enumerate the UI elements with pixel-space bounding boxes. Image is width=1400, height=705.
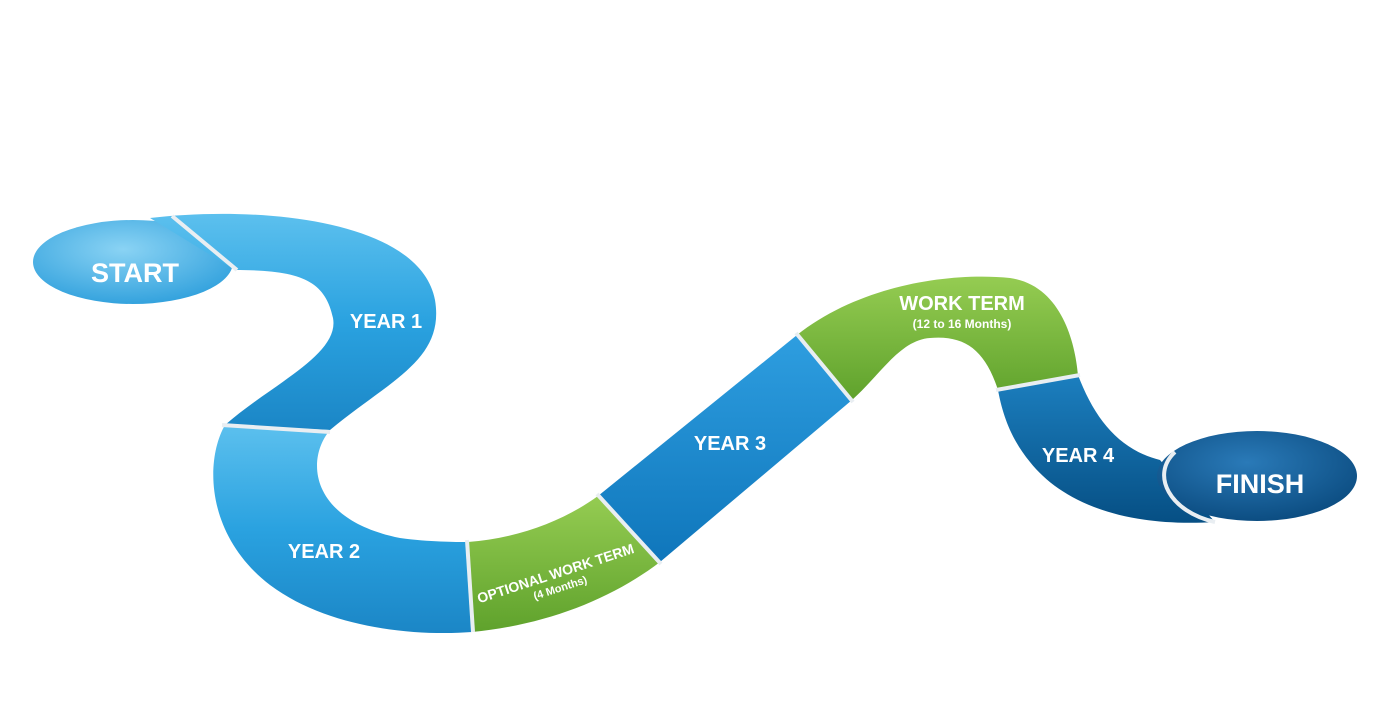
divider-optional-year3 — [595, 492, 663, 566]
segment-year3 — [598, 335, 852, 562]
divider-year1-year2 — [221, 423, 331, 434]
segment-year1 — [150, 213, 437, 430]
start-cap — [33, 220, 233, 304]
segment-work-term — [797, 276, 1078, 400]
divider-year3-workterm — [794, 331, 855, 404]
divider-workterm-year4 — [995, 373, 1081, 392]
year3-label: YEAR 3 — [694, 433, 766, 455]
divider-start-year1 — [170, 214, 239, 272]
divider-year2-optional — [465, 539, 475, 633]
year1-label: YEAR 1 — [350, 311, 422, 333]
segment-optional-work-term — [468, 496, 660, 632]
finish-cap — [1157, 431, 1357, 521]
finish-cap-rim — [1162, 450, 1216, 524]
work-term-sublabel: (12 to 16 Months) — [913, 317, 1012, 331]
start-label: START — [91, 258, 179, 288]
finish-label: FINISH — [1216, 469, 1305, 499]
year4-label: YEAR 4 — [1042, 445, 1115, 467]
segment-year2 — [213, 425, 472, 634]
year2-label: YEAR 2 — [288, 541, 360, 563]
work-term-label: WORK TERM — [899, 293, 1025, 315]
